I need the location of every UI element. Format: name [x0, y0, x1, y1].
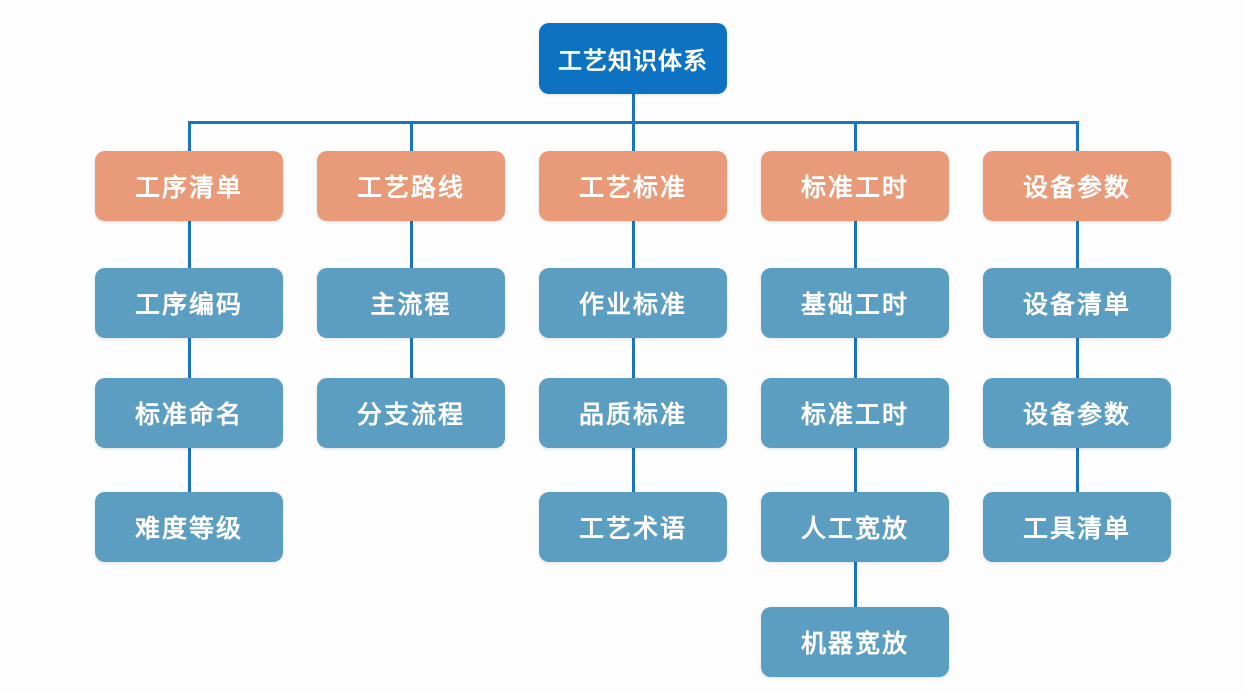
child-node: 标准命名 — [95, 378, 283, 448]
connector-root-stub — [632, 90, 635, 124]
branch-node-process-list: 工序清单 — [95, 151, 283, 221]
branch-node-process-standard: 工艺标准 — [539, 151, 727, 221]
child-node: 难度等级 — [95, 492, 283, 562]
connector-spine — [410, 121, 413, 383]
root-node-process-knowledge-system: 工艺知识体系 — [539, 23, 727, 94]
child-node: 作业标准 — [539, 268, 727, 338]
child-node: 人工宽放 — [761, 492, 949, 562]
child-node: 工序编码 — [95, 268, 283, 338]
child-node: 分支流程 — [317, 378, 505, 448]
branch-node-standard-hours: 标准工时 — [761, 151, 949, 221]
branch-node-equipment-params: 设备参数 — [983, 151, 1171, 221]
branch-node-process-route: 工艺路线 — [317, 151, 505, 221]
child-node: 工艺术语 — [539, 492, 727, 562]
child-node: 机器宽放 — [761, 607, 949, 677]
child-node: 设备参数 — [983, 378, 1171, 448]
child-node: 基础工时 — [761, 268, 949, 338]
child-node: 工具清单 — [983, 492, 1171, 562]
child-node: 设备清单 — [983, 268, 1171, 338]
child-node: 标准工时 — [761, 378, 949, 448]
connector-spine — [854, 121, 857, 612]
child-node: 主流程 — [317, 268, 505, 338]
child-node: 品质标准 — [539, 378, 727, 448]
